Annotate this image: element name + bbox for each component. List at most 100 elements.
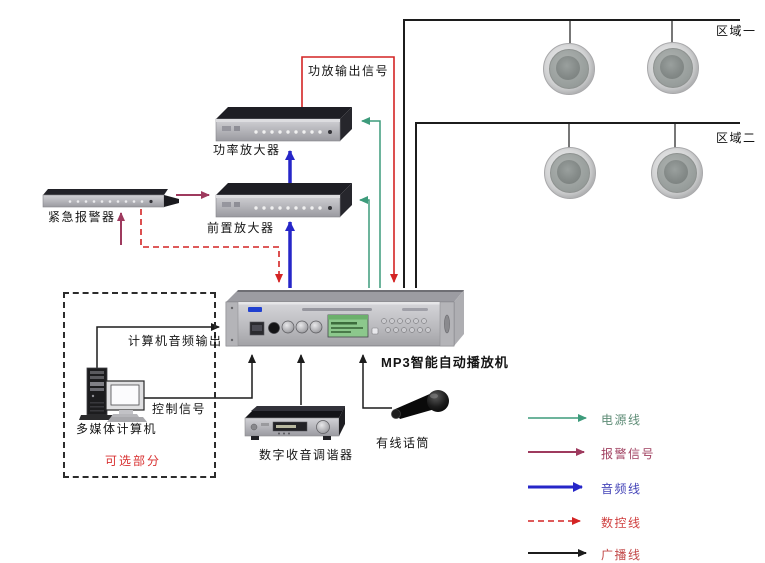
digital-tuner-label: 数字收音调谐器 [259,448,354,462]
usb-slot-inner [252,325,262,331]
device-top [226,290,464,302]
tower-slot [90,376,104,379]
button-cluster [381,318,431,333]
ceiling-speaker-zone1-a [543,43,595,95]
tower-base [79,415,115,420]
mp3-player-device [225,290,464,347]
power-button [328,130,332,134]
face-vent [234,202,240,207]
mic-jack-knob [268,322,280,334]
device-foot [323,436,331,440]
device-top-edge [237,290,464,292]
knob [295,320,309,334]
tuner-button [278,432,280,435]
face-vent [234,126,240,131]
tuner-display-text [276,425,296,428]
face-vent [222,202,231,207]
power-button [149,199,153,204]
device-foot [251,436,259,440]
wired-microphone-device [391,390,449,419]
mic-tail [391,409,401,419]
ceiling-speaker-zone2-a [544,147,596,199]
legend-label-power: 电源线 [601,413,642,427]
face-highlight [216,195,340,198]
monitor-base [111,414,139,417]
optional-part-label: 可选部分 [105,454,162,468]
ceiling-speaker-zone2-b [651,147,703,199]
preamplifier-label: 前置放大器 [207,221,275,235]
device-side [340,107,352,141]
zone2-broadcast-line [415,122,740,288]
lcd-text-line [331,327,363,329]
lcd-text-line [331,331,351,333]
speaker-cone [557,160,581,184]
screw-hole [230,306,234,310]
power-wire-poweramp [361,117,381,288]
tuning-knob [316,420,330,434]
device-side [454,290,464,346]
legend-label-control: 数控线 [601,516,642,530]
keyboard [107,417,147,422]
legend-label-audio: 音频线 [601,482,642,496]
device-top [43,189,168,195]
speaker-cone [556,56,580,80]
optional-section-box [63,292,216,478]
emergency-alarm-device [42,189,179,208]
tower-slot [90,371,104,374]
tower-button [91,394,95,398]
power-amplifier-label: 功率放大器 [213,143,281,157]
legend-label-alarm: 报警信号 [601,447,656,461]
zone1-label: 区域一 [716,24,757,38]
face-highlight [216,119,340,122]
zone2-label: 区域二 [716,131,757,145]
mp3-player-label: MP3智能自动播放机 [381,355,509,370]
control-signal-wire [143,354,256,399]
eject-button [371,327,379,335]
device-side [339,406,345,436]
power-button [328,206,332,210]
digital-tuner-device [244,406,345,440]
device-face [42,194,165,208]
preamplifier-device [215,183,352,218]
mic-head [427,390,449,412]
face-vent [222,126,231,131]
drive-bay [90,388,104,391]
microphone-wire [359,354,392,409]
computer-audio-out-label: 计算机音频输出 [128,334,223,348]
control-signal-label: 控制信号 [152,402,207,416]
led-row [254,130,322,134]
multimedia-computer-device [79,367,147,422]
speaker-cone [664,160,688,184]
amp-output-signal-label: 功放输出信号 [308,64,390,78]
face-detail [261,423,269,426]
tower-vent [90,410,104,412]
tower-vent [90,406,104,408]
wired-microphone-label: 有线话筒 [376,436,431,450]
led-row [68,200,144,203]
speaker-cone [660,55,684,79]
mic-head-highlight [430,393,438,399]
digital-control-wire [140,209,283,283]
emergency-alarm-label: 紧急报警器 [48,210,116,224]
screw-hole [230,338,234,342]
face-highlight [226,302,454,305]
tuner-button [288,432,290,435]
multimedia-computer-label: 多媒体计算机 [76,422,158,436]
rack-ear-left [225,301,239,347]
device-top [216,183,352,195]
computer-audio-wire [96,323,220,370]
monitor-stand [119,410,133,414]
power-wire-preamp [359,196,370,288]
panel-text-mark [302,308,372,311]
led-row [254,206,322,210]
handle-slot [444,314,450,334]
amp-output-signal-wire [301,56,398,283]
device-side [164,195,179,207]
drive-bay [90,382,104,386]
zone1-broadcast-line [403,19,740,288]
device-top [216,107,352,119]
knob [281,320,295,334]
device-side [340,183,352,217]
tuner-button [283,432,285,435]
